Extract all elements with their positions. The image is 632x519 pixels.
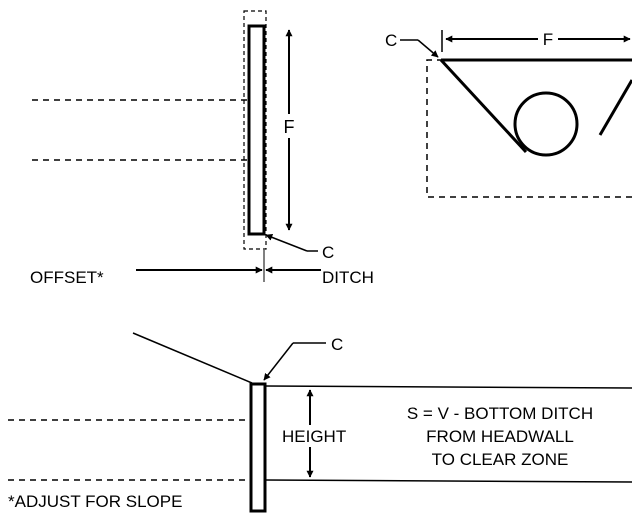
offset-label: OFFSET* <box>30 268 104 287</box>
s-equation-line1: S = V - BOTTOM DITCH <box>407 404 593 423</box>
f-vertical-label-bg <box>280 114 298 138</box>
f-vertical-label: F <box>284 117 295 137</box>
slope-line <box>132 332 253 384</box>
c-bottom-label: C <box>331 335 343 354</box>
section-left-slope <box>439 58 528 154</box>
headwall-rectangle <box>249 382 267 513</box>
height-label: HEIGHT <box>282 427 346 446</box>
c-top-label: C <box>385 31 397 50</box>
post-rectangle <box>247 24 266 236</box>
f-top-label: F <box>543 30 553 49</box>
c-bottom-leader-arrow <box>263 342 294 381</box>
f-top-label-bg <box>538 29 558 49</box>
s-equation-line3: TO CLEAR ZONE <box>432 450 569 469</box>
section-dashed-outline <box>426 59 632 198</box>
c-post-label: C <box>322 243 334 262</box>
post-outline-dashed <box>243 10 267 250</box>
c-post-leader-arrow <box>265 234 308 252</box>
c-top-leader-arrow <box>417 39 439 58</box>
height-label-bg <box>282 425 372 447</box>
top-right-section: F C <box>385 29 632 198</box>
top-left-elevation: F C OFFSET* DITCH <box>30 10 374 287</box>
s-equation-line2: FROM HEADWALL <box>426 427 574 446</box>
adjust-for-slope-note: *ADJUST FOR SLOPE <box>8 492 182 511</box>
ground-bottom-line <box>264 479 632 483</box>
ground-top-line <box>264 385 632 389</box>
bottom-elevation: HEIGHT C S = V - BOTTOM DITCH FROM HEADW… <box>8 332 632 513</box>
section-right-slope <box>598 79 632 136</box>
ditch-label: DITCH <box>322 268 374 287</box>
pipe-circle <box>513 91 579 157</box>
